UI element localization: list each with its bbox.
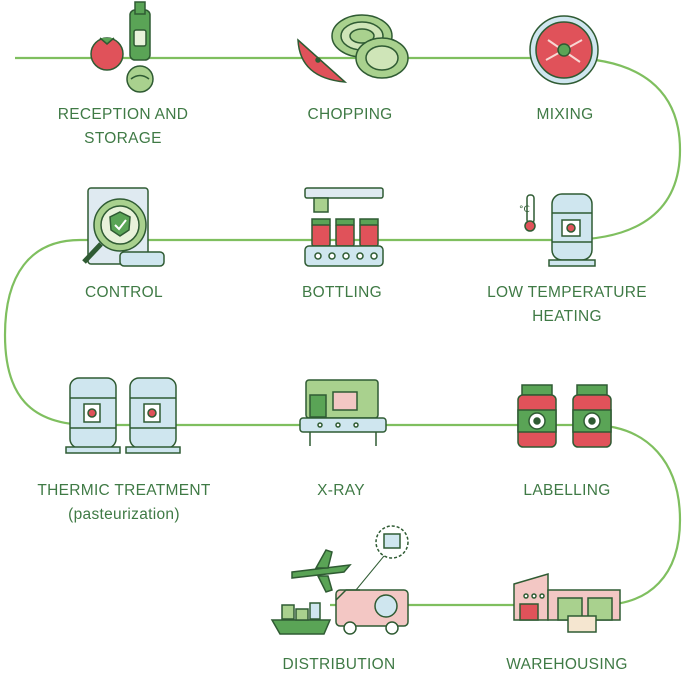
reception-storage-label-line1: RECEPTION AND (57, 106, 189, 123)
control-icon (82, 187, 165, 267)
bottling-label: BOTTLING (302, 281, 382, 305)
flow-connector-line (3, 56, 682, 607)
reception-storage-icon (90, 1, 154, 93)
xray-label: X-RAY (317, 479, 365, 503)
svg-text:°C: °C (519, 205, 530, 215)
xray-machine-icon (299, 379, 387, 446)
distribution-label-text: DISTRIBUTION (282, 656, 396, 673)
heating-tank-icon: °C (519, 193, 596, 267)
pasteurization-tanks-icon (65, 377, 181, 454)
mixing-label-text: MIXING (536, 106, 594, 123)
chopping-label-text: CHOPPING (307, 106, 393, 123)
heating-label-line2: HEATING (532, 308, 602, 325)
thermic-treatment-label: THERMIC TREATMENT (pasteurization) (37, 479, 210, 527)
heating-label: LOW TEMPERATURE HEATING (487, 281, 647, 329)
mixing-label: MIXING (537, 103, 594, 127)
labelling-label-text: LABELLING (523, 482, 611, 499)
chopping-label: CHOPPING (307, 103, 392, 127)
thermic-treatment-label-line1: THERMIC TREATMENT (37, 482, 211, 499)
xray-label-text: X-RAY (317, 482, 365, 499)
reception-storage-label-line2: STORAGE (84, 130, 162, 147)
heating-label-line1: LOW TEMPERATURE (487, 284, 647, 301)
bottling-label-text: BOTTLING (302, 284, 382, 301)
thermic-treatment-label-line2: (pasteurization) (68, 506, 180, 523)
mixing-icon (529, 15, 599, 85)
control-label: CONTROL (85, 281, 163, 305)
control-label-text: CONTROL (85, 284, 163, 301)
labelled-jars-icon (517, 384, 612, 448)
reception-storage-label: RECEPTION AND STORAGE (58, 103, 189, 151)
warehouse-icon (513, 572, 621, 633)
warehousing-label-text: WAREHOUSING (506, 656, 628, 673)
bottling-icon (304, 187, 384, 267)
chopping-icon (297, 14, 409, 83)
labelling-label: LABELLING (523, 479, 610, 503)
distribution-icon (270, 525, 409, 635)
warehousing-label: WAREHOUSING (506, 653, 628, 677)
distribution-label: DISTRIBUTION (283, 653, 396, 677)
